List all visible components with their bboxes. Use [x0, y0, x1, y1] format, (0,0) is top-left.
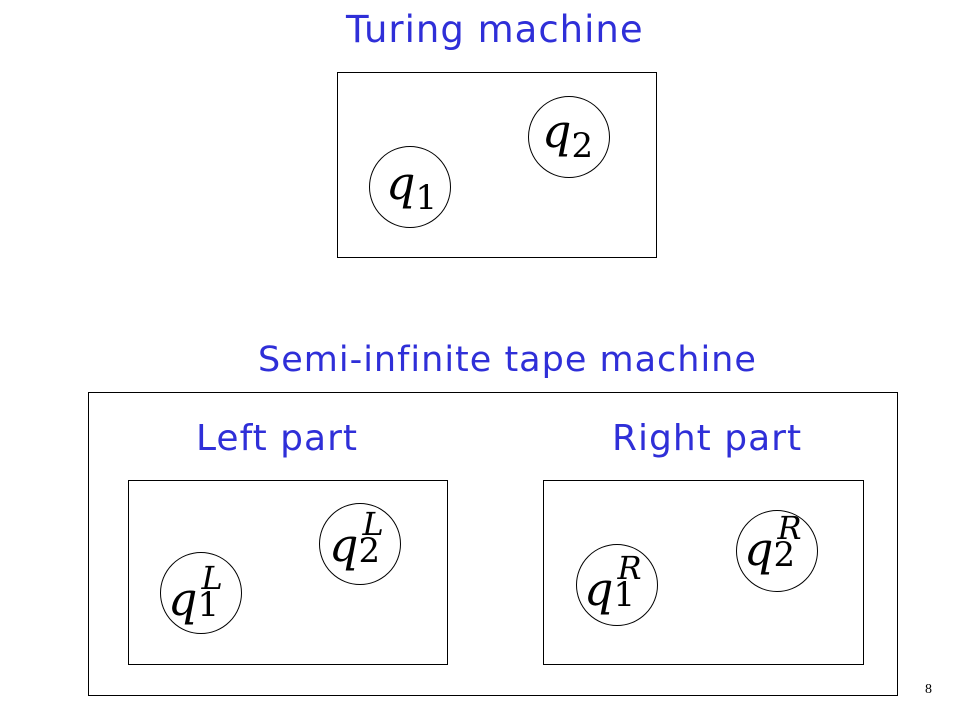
state-q1-right	[576, 544, 658, 626]
state-q1-label: q1	[386, 160, 437, 215]
right-part-label: Right part	[612, 418, 803, 459]
state-q2-label: q2	[542, 108, 593, 163]
state-q1-q: q	[386, 156, 416, 210]
state-q2-right	[736, 510, 818, 592]
state-q1-left-sub: 1	[197, 585, 220, 625]
state-q1-right-sup: R	[617, 549, 642, 587]
state-q1-right-sub: 1	[613, 575, 636, 615]
state-q2-left-sup: L	[362, 505, 384, 543]
state-q2-right-sup: R	[777, 509, 802, 547]
state-q1-sub: 1	[415, 178, 438, 218]
left-part-label: Left part	[196, 418, 358, 459]
state-q2-left-sub: 2	[358, 531, 381, 571]
state-q2-right-q: q	[744, 522, 774, 576]
state-q1-left-sup: L	[201, 559, 223, 597]
state-q1	[369, 146, 451, 228]
state-q2-sub: 2	[571, 126, 594, 166]
turing-machine-title: Turing machine	[346, 8, 644, 51]
page-number: 8	[925, 682, 932, 697]
state-q2-q: q	[542, 104, 572, 158]
state-q1-right-q: q	[584, 562, 614, 616]
state-q2-left	[319, 503, 401, 585]
state-q1-left-q: q	[168, 572, 198, 626]
state-q2-right-sub: 2	[773, 535, 796, 575]
state-q2-left-q: q	[329, 518, 359, 572]
semi-infinite-title: Semi-infinite tape machine	[258, 340, 757, 380]
state-q1-left	[160, 552, 242, 634]
state-q2	[528, 96, 610, 178]
